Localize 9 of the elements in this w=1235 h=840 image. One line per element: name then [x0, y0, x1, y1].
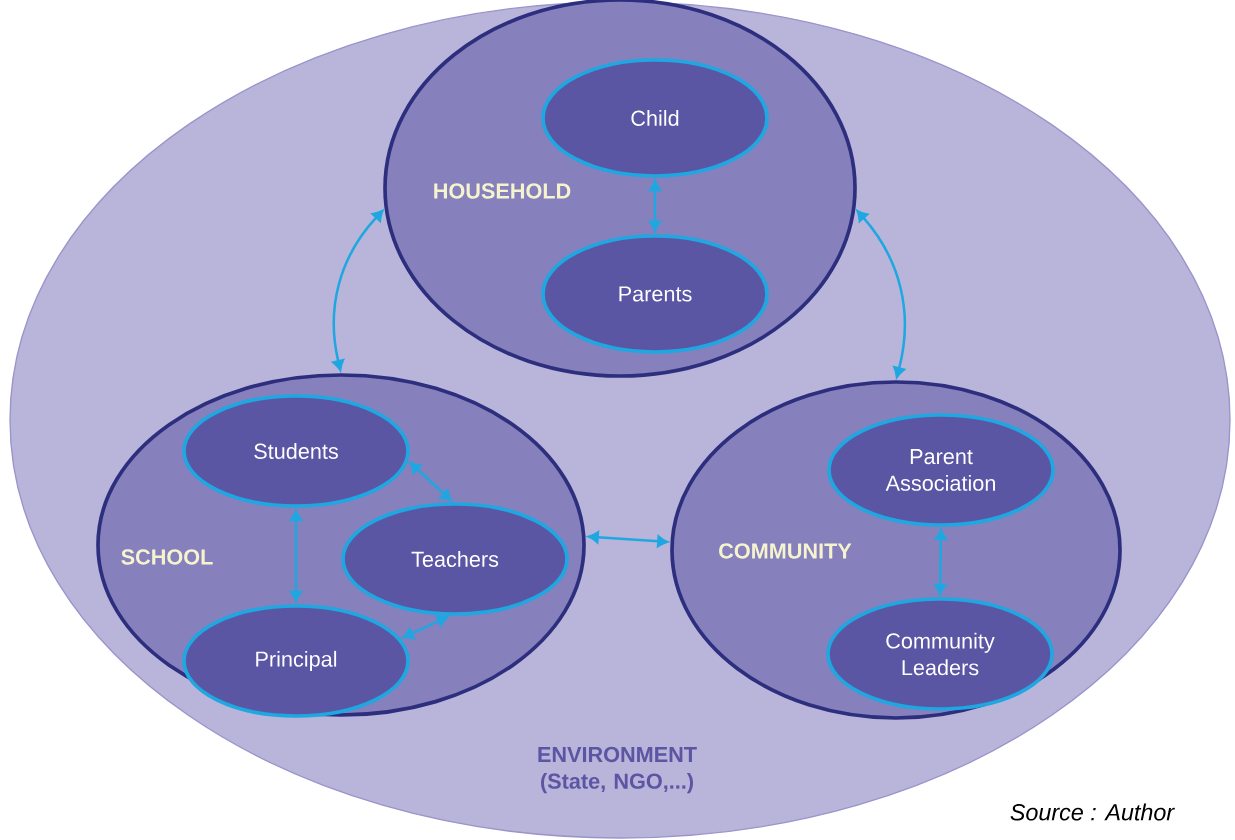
arrow [332, 209, 384, 371]
arrow [409, 461, 452, 501]
arrow [856, 210, 907, 378]
arrow [649, 180, 661, 232]
arrow [934, 529, 947, 595]
arrow [587, 531, 669, 548]
arrow [290, 510, 302, 602]
source-note: Source : Author [1010, 803, 1175, 821]
arrow [402, 615, 449, 640]
